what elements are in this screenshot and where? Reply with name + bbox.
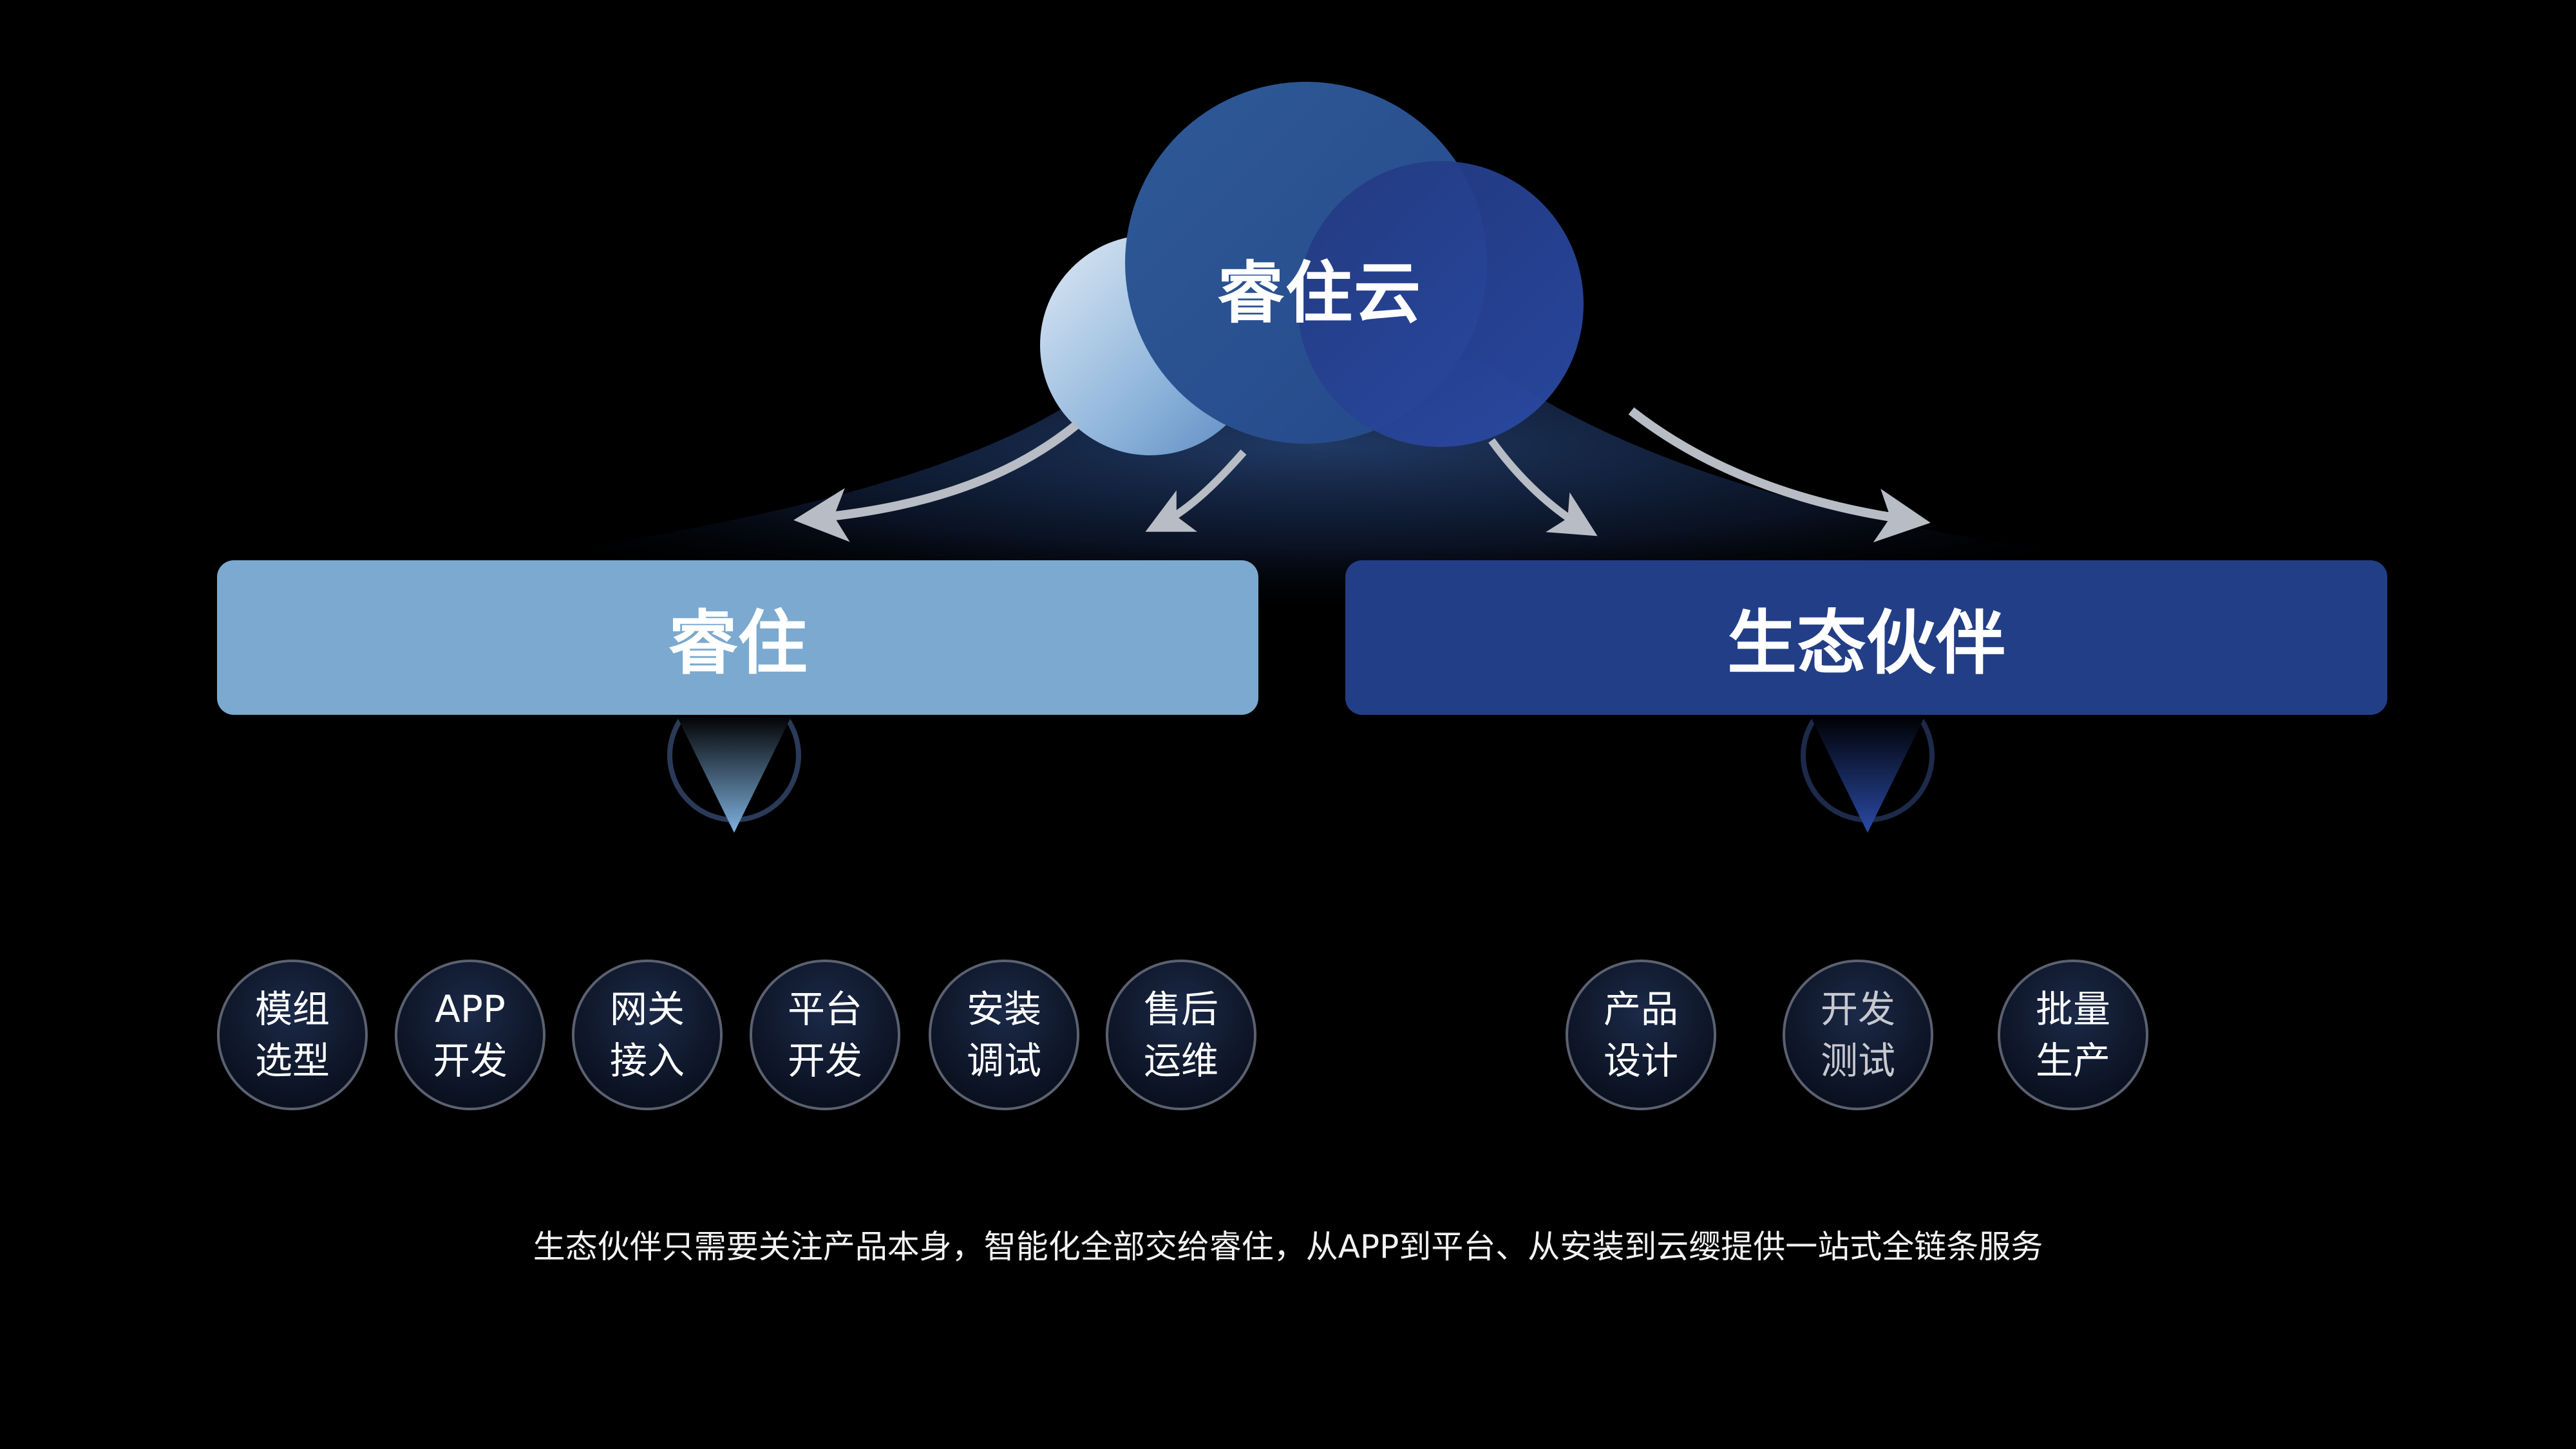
bubble-line1: 售后 [1143,987,1218,1031]
bubble-line2: 开发 [432,1039,507,1083]
partner-label: 生态伙伴 [1727,603,2005,684]
ruizhu-box: 睿住 [217,560,1258,715]
service-bubble: 批量生产 [1998,960,2148,1110]
cloud-right-circle [1298,161,1584,447]
partner-box: 生态伙伴 [1345,560,2387,715]
service-bubble: 模组选型 [217,960,368,1110]
service-bubble: APP 开发 [395,960,545,1110]
service-bubble: 网关接入 [572,960,723,1110]
down-arrow-right-icon [1810,715,1926,833]
bubble-line1: 开发 [1820,987,1895,1031]
down-arrow-left-icon [676,715,792,833]
bubble-line2: 运维 [1143,1039,1218,1083]
bubble-line1: 产品 [1603,987,1678,1031]
bubble-line1: APP [435,987,506,1031]
cloud-title: 睿住云 [1217,254,1422,332]
bubble-line2: 开发 [787,1039,862,1083]
ruizhu-label: 睿住 [668,603,808,684]
bubble-line2: 设计 [1603,1039,1678,1083]
bubble-line2: 选型 [254,1039,330,1083]
bubble-line1: 批量 [2035,987,2110,1031]
arrow-left-outer [793,421,1079,542]
bubble-line1: 安装 [966,987,1041,1031]
bubble-line2: 测试 [1820,1039,1895,1083]
service-bubble: 售后运维 [1106,960,1256,1110]
arrow-right-inner [1488,438,1598,536]
arrow-left-inner [1145,450,1247,532]
bubble-line1: 网关 [609,987,685,1031]
arrow-right-outer [1628,407,1931,543]
service-bubble: 产品设计 [1566,960,1716,1110]
service-bubble: 安装调试 [929,960,1079,1110]
bubble-line1: 平台 [787,987,862,1031]
service-bubble: 平台开发 [750,960,900,1110]
bubble-line2: 生产 [2035,1039,2110,1083]
bubble-line2: 调试 [966,1039,1041,1083]
bubble-line1: 模组 [254,987,330,1031]
caption: 生态伙伴只需要关注产品本身，智能化全部交给睿住，从APP到平台、从安装到云缨提供… [533,1228,2043,1265]
bubble-line2: 接入 [609,1039,685,1083]
service-bubble: 开发测试 [1783,960,1933,1110]
